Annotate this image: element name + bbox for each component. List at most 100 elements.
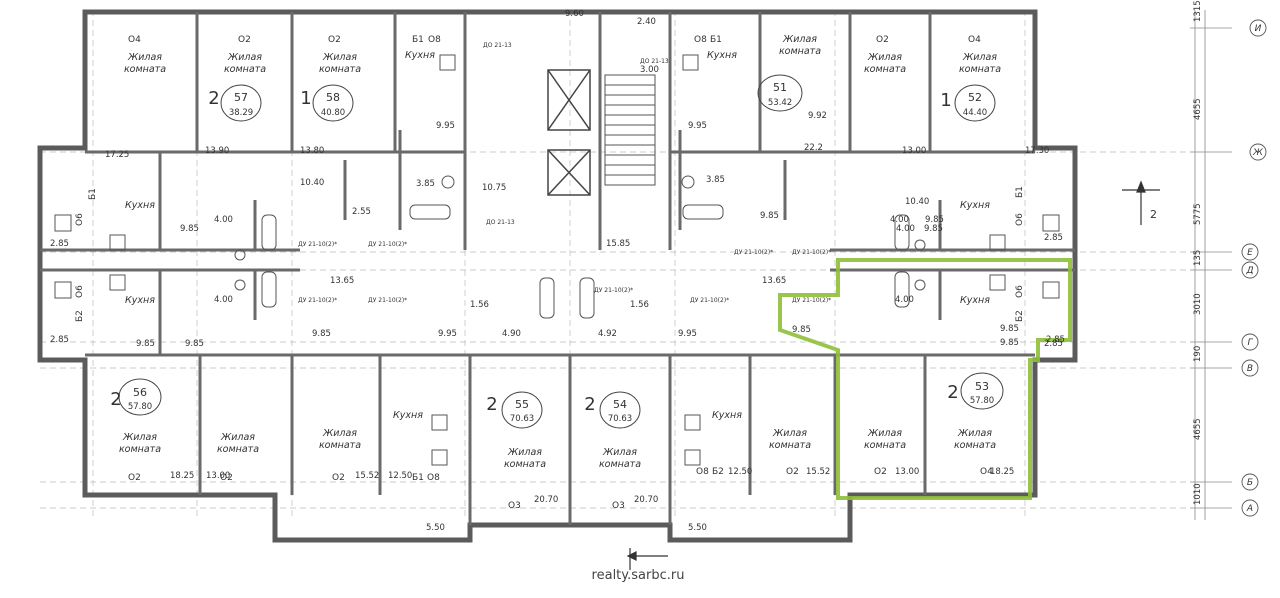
axis-marker: [1241, 261, 1259, 279]
room-area: 9.85: [792, 325, 811, 335]
room-living: комната: [954, 440, 996, 451]
room-code: О2: [874, 467, 887, 477]
room-kitchen: Кухня: [960, 200, 990, 211]
kitchen-stoves: [54, 54, 1060, 466]
duct-label: ДО 21-13: [486, 219, 515, 226]
room-code: О6: [1015, 285, 1025, 298]
room-area: 9.85: [185, 339, 204, 349]
room-code: Б1: [412, 473, 424, 483]
room-area: 9.95: [688, 121, 707, 131]
room-code: О2: [238, 35, 251, 45]
room-area: 9.95: [678, 329, 697, 339]
axis-marker: [1241, 499, 1259, 517]
room-area: 4.00: [214, 295, 233, 305]
room-code: Б1: [1015, 186, 1025, 198]
axis-dim: 190: [1193, 346, 1203, 362]
room-living: комната: [959, 64, 1001, 75]
room-area: 22.2: [804, 143, 823, 153]
room-living: комната: [124, 64, 166, 75]
apt-number: 52: [968, 91, 982, 104]
room-area: 17.25: [105, 150, 129, 160]
room-area: 15.85: [606, 239, 630, 249]
room-living: комната: [217, 444, 259, 455]
axis-dim: 4655: [1193, 98, 1203, 120]
room-area: 4.92: [598, 329, 617, 339]
elevator-shafts: [547, 69, 591, 196]
axis-dimensions: 1315 4655 5775 135 3010 190 4655 1010: [1193, 0, 1203, 505]
axis-letter: А: [1246, 504, 1253, 514]
room-area: 13.00: [206, 471, 230, 481]
apt-rooms: 1: [940, 90, 951, 111]
room-living: комната: [779, 46, 821, 57]
room-area: 4.00: [890, 215, 909, 225]
room-living: комната: [769, 440, 811, 451]
room-area: 13.80: [300, 146, 324, 156]
room-living: комната: [864, 64, 906, 75]
room-living: Жилая: [962, 52, 997, 63]
room-area: 4.00: [214, 215, 233, 225]
room-areas: 17.25 13.90 13.80 10.40 9.95 3.85 2.55 1…: [50, 9, 1065, 533]
room-code: О3: [612, 501, 625, 511]
room-code: Б1: [412, 35, 424, 45]
section-mark-label: 2: [1150, 208, 1157, 221]
room-area: 2.85: [1044, 233, 1063, 243]
room-codes: О4 О2 О2 Б1 О8 О8 Б1 О2 О4 О2 О2 О2 Б1 О…: [75, 35, 1025, 511]
room-kitchen: Кухня: [712, 410, 742, 421]
room-living: Жилая: [122, 432, 157, 443]
room-area: 5.50: [688, 523, 707, 533]
room-code: О8: [694, 35, 707, 45]
duct-label: ДУ 21-10(2)*: [368, 297, 407, 304]
room-code: О6: [75, 213, 85, 226]
apt-number: 54: [613, 398, 627, 411]
duct-label: ДУ 21-10(2)*: [690, 297, 729, 304]
room-area: 10.40: [905, 197, 929, 207]
apt-number: 55: [515, 398, 529, 411]
room-area: 9.85: [1000, 338, 1019, 348]
room-area: 9.85: [180, 224, 199, 234]
stair-flight: [604, 74, 656, 186]
axis-letter: Б: [1247, 478, 1253, 488]
room-area: 2.85: [50, 335, 69, 345]
room-living: Жилая: [127, 52, 162, 63]
apt-rooms: 2: [110, 389, 121, 410]
room-area: 12.50: [388, 471, 412, 481]
axis-marker: [1241, 243, 1259, 261]
room-area: 9.85: [924, 224, 943, 234]
apt-rooms: 1: [300, 88, 311, 109]
room-area: 9.85: [1000, 324, 1019, 334]
room-area: 2.85: [50, 239, 69, 249]
room-area: 2.85: [1046, 335, 1065, 345]
duct-labels: ДО 21-13 ДО 21-13 ДО 21-13 ДУ 21-10(2)* …: [298, 42, 831, 304]
apt-rooms: 2: [947, 382, 958, 403]
duct-label: ДУ 21-10(2)*: [734, 249, 773, 256]
apt-area: 44.40: [963, 108, 987, 118]
room-area: 20.70: [634, 495, 658, 505]
room-area: 9.95: [438, 329, 457, 339]
axis-letter: В: [1247, 364, 1253, 374]
room-code: Б2: [712, 467, 724, 477]
room-kitchen: Кухня: [960, 295, 990, 306]
room-code: Б1: [710, 35, 722, 45]
axis-dash-lines: [40, 10, 1190, 520]
room-living: комната: [119, 444, 161, 455]
room-living: Жилая: [507, 447, 542, 458]
room-area: 3.00: [640, 65, 659, 75]
apt-number: 57: [234, 91, 248, 104]
room-area: 9.85: [925, 215, 944, 225]
axis-letter: Е: [1247, 248, 1253, 258]
room-area: 18.25: [170, 471, 194, 481]
room-area: 9.85: [312, 329, 331, 339]
room-area: 18.25: [990, 467, 1014, 477]
apt-number: 58: [326, 91, 340, 104]
section-mark: [1122, 180, 1160, 225]
room-code: Б2: [1015, 310, 1025, 322]
room-code: О8: [427, 473, 440, 483]
duct-label: ДУ 21-10(2)*: [298, 297, 337, 304]
room-code: О2: [876, 35, 889, 45]
room-area: 4.00: [896, 224, 915, 234]
room-code: О2: [328, 35, 341, 45]
room-code: О4: [968, 35, 981, 45]
room-area: 9.85: [760, 211, 779, 221]
room-area: 13.00: [895, 467, 919, 477]
room-code: О3: [508, 501, 521, 511]
